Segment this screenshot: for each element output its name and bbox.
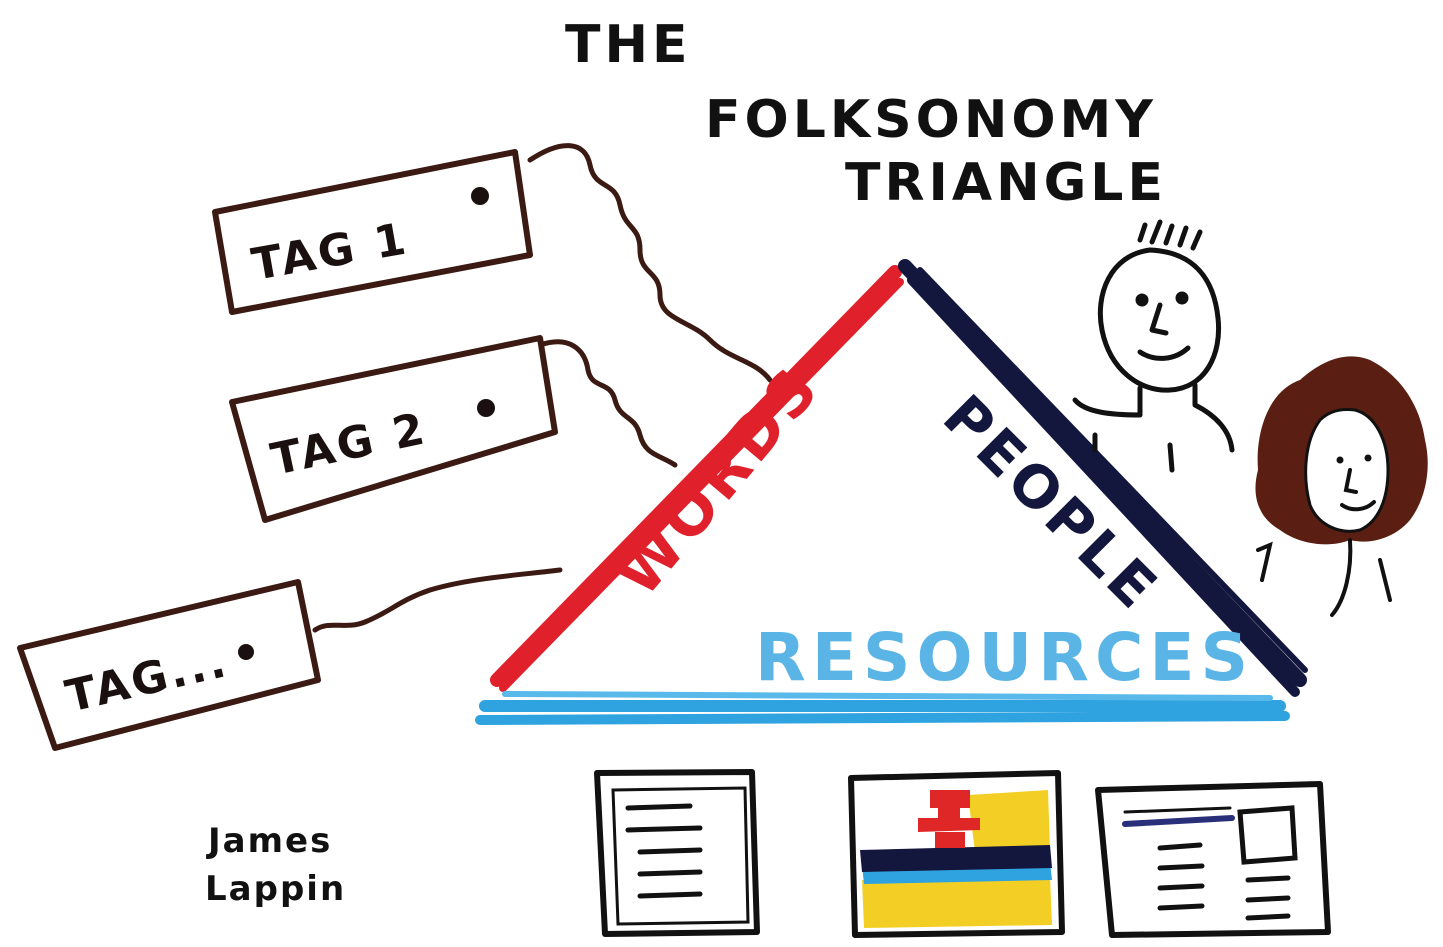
- tag-hole: [471, 187, 489, 205]
- string-tag-1: [527, 143, 773, 383]
- image-icon: [848, 770, 1065, 938]
- signature-line-1: James: [206, 821, 332, 861]
- tag-hole: [238, 644, 254, 660]
- triangle-words-side: [490, 265, 904, 692]
- string-tag-3: [312, 567, 563, 633]
- person-man-icon: [1072, 219, 1235, 473]
- tag-outline: [229, 335, 558, 523]
- title: THE FOLKSONOMY TRIANGLE: [565, 15, 1167, 213]
- person-woman-icon: [1255, 356, 1428, 617]
- tag-strings: [312, 143, 773, 633]
- webpage-icon: [1095, 781, 1331, 938]
- tag-3: TAG...: [17, 579, 321, 751]
- signature-line-2: Lappin: [205, 869, 346, 909]
- tag-hole: [477, 399, 495, 417]
- tag-1: TAG 1: [212, 149, 533, 315]
- triangle-resources-base: [475, 691, 1290, 725]
- tag-outline: [212, 149, 533, 315]
- title-line-1: THE: [565, 15, 692, 75]
- tag-2: TAG 2: [229, 335, 558, 523]
- signature: James Lappin: [205, 821, 346, 909]
- string-tag-2: [537, 339, 678, 468]
- words-label: WORDS: [603, 353, 834, 610]
- triangle-people-side: [898, 259, 1308, 697]
- document-icon: [594, 769, 760, 937]
- resources-label: RESOURCES: [755, 619, 1254, 696]
- title-line-3: TRIANGLE: [845, 153, 1167, 213]
- tag-outline: [17, 579, 321, 751]
- title-line-2: FOLKSONOMY: [705, 90, 1157, 150]
